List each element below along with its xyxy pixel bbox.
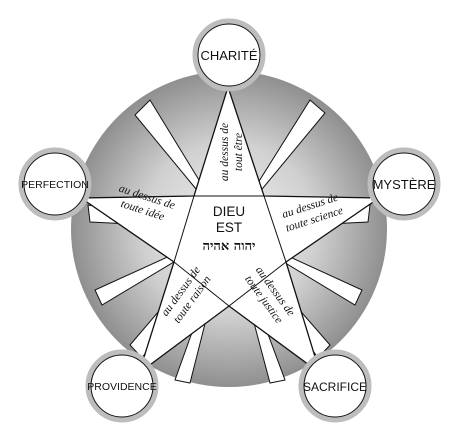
branch-top: au dessus de tout être xyxy=(219,123,245,181)
node-perfection: PERFECTION xyxy=(18,147,92,221)
center-line-1: DIEU xyxy=(213,204,245,219)
node-providence-label: PROVIDENCE xyxy=(87,381,156,393)
node-sacrifice-label: SACRIFICE xyxy=(303,380,367,394)
node-sacrifice: SACRIFICE xyxy=(298,349,372,423)
node-perfection-label: PERFECTION xyxy=(21,179,89,191)
node-mystere-label: MYSTÈRE xyxy=(373,177,436,192)
node-providence: PROVIDENCE xyxy=(85,349,159,423)
center-line-2: EST xyxy=(216,220,242,235)
center-hebrew: יהוה אהיה xyxy=(203,239,256,254)
node-mystere: MYSTÈRE xyxy=(367,147,441,221)
center-pentagon xyxy=(173,195,287,307)
branch-top-line-1: au dessus de xyxy=(219,123,231,181)
node-charite-label: CHARITÉ xyxy=(200,48,257,63)
node-charite: CHARITÉ xyxy=(192,18,266,92)
branch-top-line-2: tout être xyxy=(233,133,245,171)
center-label: DIEU EST יהוה אהיה xyxy=(203,204,256,254)
